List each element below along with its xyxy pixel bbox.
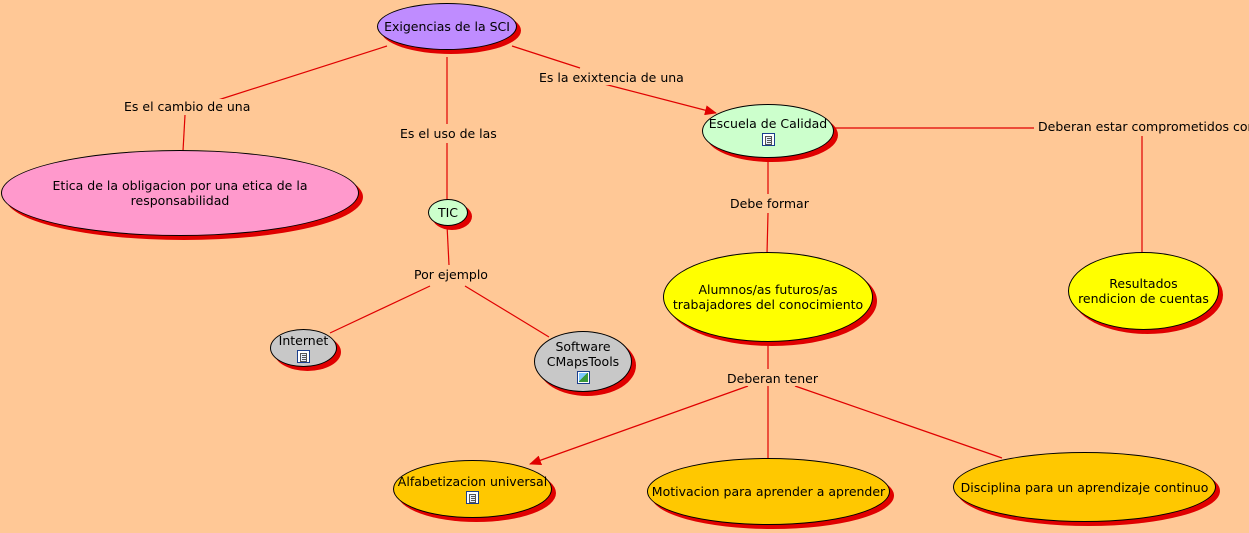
concept-motivacion-label: Motivacion para aprender a aprender (651, 484, 886, 499)
concept-software-label-1: Software (555, 339, 611, 354)
concept-alumnos[interactable]: Alumnos/as futuros/as trabajadores del c… (663, 252, 873, 342)
concept-alumnos-label-1: Alumnos/as futuros/as (698, 282, 838, 297)
concept-etica-label: Etica de la obligacion por una etica de … (52, 178, 308, 208)
concept-software-label-2: CMapsTools (546, 354, 620, 369)
link-ejemplo-software (464, 285, 550, 338)
concept-exigencias-label: Exigencias de la SCI (384, 19, 510, 34)
concept-internet[interactable]: Internet (270, 329, 337, 367)
concept-etica[interactable]: Etica de la obligacion por una etica de … (1, 150, 359, 236)
linking-phrase-formar: Debe formar (729, 196, 810, 211)
linking-phrase-comprometidos: Deberan estar comprometidos con (1037, 119, 1249, 134)
document-icon[interactable] (297, 350, 310, 363)
concept-disciplina[interactable]: Disciplina para un aprendizaje continuo (953, 452, 1216, 522)
concept-motivacion[interactable]: Motivacion para aprender a aprender (647, 458, 890, 525)
link-ejemplo-internet (329, 285, 431, 334)
link-tic-ejemplo (446, 224, 450, 266)
image-icon[interactable] (576, 371, 590, 384)
link-formar-alumnos (766, 212, 769, 255)
linking-phrase-tener: Deberan tener (726, 371, 819, 386)
concept-escuela[interactable]: Escuela de Calidad (702, 104, 834, 158)
concept-tic-label: TIC (437, 205, 459, 220)
concept-resultados-label-1: Resultados (1109, 276, 1178, 291)
link-cambio-etica (182, 114, 186, 152)
concept-resultados-label-2: rendicion de cuentas (1078, 291, 1209, 306)
link-tener-alfabetizacion (529, 385, 749, 466)
concept-alfabetizacion[interactable]: Alfabetizacion universal (393, 460, 552, 518)
linking-phrase-uso: Es el uso de las (399, 126, 498, 141)
link-existencia-escuela (603, 83, 717, 116)
document-icon[interactable] (466, 491, 479, 504)
linking-phrase-cambio: Es el cambio de una (123, 99, 252, 114)
concept-alfabetizacion-label: Alfabetizacion universal (397, 474, 548, 489)
concept-alumnos-label-2: trabajadores del conocimiento (672, 297, 864, 312)
link-tener-disciplina (794, 385, 1003, 459)
linking-phrase-ejemplo: Por ejemplo (413, 267, 489, 282)
concept-software[interactable]: Software CMapsTools (534, 331, 632, 392)
concept-tic[interactable]: TIC (428, 199, 468, 226)
link-exigencias-existencia (511, 45, 581, 69)
document-icon[interactable] (761, 133, 775, 146)
concept-resultados[interactable]: Resultados rendicion de cuentas (1068, 252, 1219, 330)
linking-phrase-existencia: Es la exixtencia de una (538, 70, 685, 85)
concept-exigencias[interactable]: Exigencias de la SCI (377, 3, 517, 50)
concept-disciplina-label: Disciplina para un aprendizaje continuo (960, 479, 1209, 495)
concept-escuela-label: Escuela de Calidad (708, 116, 828, 131)
concept-internet-label: Internet (278, 333, 329, 348)
link-exigencias-cambio (217, 45, 388, 101)
